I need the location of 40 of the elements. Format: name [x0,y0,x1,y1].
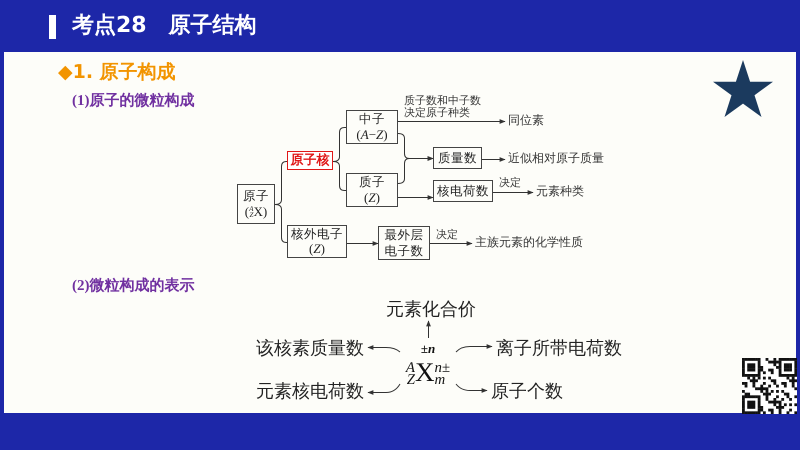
subsection-heading: (1)原子的微粒构成 [72,91,194,111]
process-box: 质子 (Z) [346,173,398,207]
brace-line [274,161,288,205]
process-box: 核电荷数 [433,180,493,202]
subsection-heading: (2)微粒构成的表示 [72,276,194,296]
arrow [346,241,379,246]
text-label: 该核素质量数 [252,338,368,360]
brace-line [332,161,346,191]
text-label: 元素种类 [533,183,599,200]
arrow [398,156,434,184]
text-label: 同位素 [505,112,557,129]
edge-label: 决定 [436,229,458,241]
arrow [456,344,493,352]
arrow [398,195,434,200]
arrow [367,345,400,352]
arrow [492,190,534,195]
arrow [367,384,400,395]
text-label: 元素核电荷数 [252,381,368,403]
edge-label: 决定 [499,177,521,189]
arrow [426,320,431,338]
brace-line [274,204,288,243]
arrow [456,384,488,393]
text-label: 主族元素的化学性质 [472,234,606,251]
process-box: 最外层电子数 [378,226,430,260]
process-box: 质量数 [433,147,482,169]
process-box: 中子 (A−Z) [346,110,398,144]
section-heading: ◆1. 原子构成 [58,60,176,84]
text-label: 元素化合价 [382,299,474,321]
brace-line [332,127,346,162]
process-box: 原子 ($^{A}$$_{Z}$X) [237,184,275,224]
text-label: 原子个数 [487,381,567,403]
text-label: 离子所带电荷数 [492,338,628,360]
edge-label: 质子数和中子数决定原子种类 [404,95,484,119]
highlight-box: 原子核 [287,151,333,170]
arrow [398,119,506,124]
arrow [482,157,506,162]
text-label: 近似相对原子质量 [505,150,627,167]
arrow [430,241,473,246]
process-box: 核外电子 (Z) [287,225,347,258]
slide-title: 考点28 原子结构 [72,12,257,40]
